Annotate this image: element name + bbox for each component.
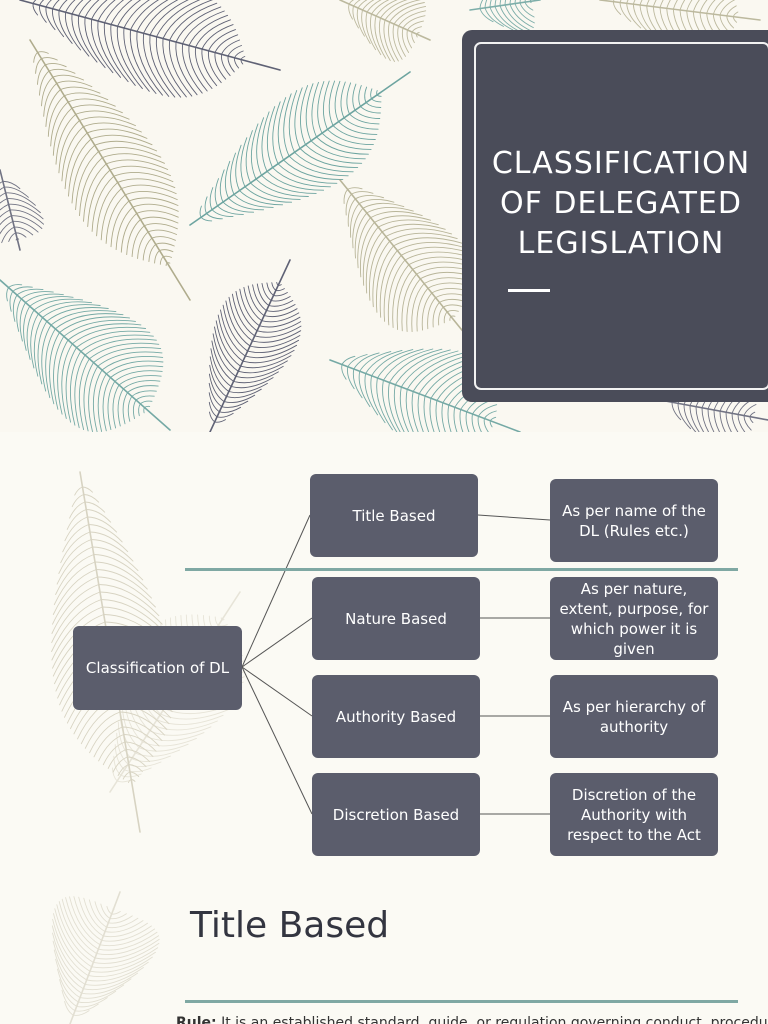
section-divider-line <box>185 1000 738 1003</box>
branch-node-nature-based: Nature Based <box>312 577 480 660</box>
feather-decoration <box>339 179 476 341</box>
branch-node-title-based: Title Based <box>310 474 478 557</box>
description-node-nature-based: As per nature, extent, purpose, for whic… <box>550 577 718 660</box>
connector-root-discretion <box>241 666 313 815</box>
title-slide: CLASSIFICATION OF DELEGATED LEGISLATION <box>0 0 768 432</box>
root-node: Classification of DL <box>73 626 242 710</box>
feather-decoration <box>339 0 431 62</box>
feather-decoration <box>19 0 281 98</box>
branch-node-discretion-based: Discretion Based <box>312 773 480 856</box>
diagram-divider-line <box>185 568 738 571</box>
feather-decoration <box>29 39 191 301</box>
title-accent-dash <box>508 289 550 292</box>
feather-decoration <box>208 259 302 432</box>
diagram-connectors <box>241 514 551 815</box>
feather-pattern-background <box>0 0 768 432</box>
branch-node-authority-based: Authority Based <box>312 675 480 758</box>
description-node-authority-based: As per hierarchy of authority <box>550 675 718 758</box>
connector-root-title <box>241 514 311 668</box>
body-definition: It is an established standard, guide, or… <box>216 1015 768 1024</box>
faded-feather-background <box>51 891 160 1024</box>
title-based-slide: Title Based Rule: It is an established s… <box>0 872 768 1024</box>
feather-decoration <box>189 71 411 226</box>
body-term: Rule: <box>176 1015 217 1024</box>
slide-title: CLASSIFICATION OF DELEGATED LEGISLATION <box>491 146 751 261</box>
title-card: CLASSIFICATION OF DELEGATED LEGISLATION <box>462 30 768 402</box>
title-card-border <box>474 42 768 390</box>
feather-decoration <box>51 891 160 1024</box>
connector-root-nature <box>241 617 313 668</box>
connector-title-desc <box>477 514 551 521</box>
description-node-title-based: As per name of the DL (Rules etc.) <box>550 479 718 562</box>
section-title: Title Based <box>190 905 390 946</box>
feather-decoration <box>0 279 171 432</box>
connector-root-authority <box>241 666 313 717</box>
classification-diagram-slide: Classification of DL Title Based Nature … <box>0 432 768 872</box>
feather-decoration <box>469 0 541 33</box>
feather-decoration <box>0 169 45 251</box>
description-node-discretion-based: Discretion of the Authority with respect… <box>550 773 718 856</box>
body-text: Rule: It is an established standard, gui… <box>176 1015 768 1024</box>
